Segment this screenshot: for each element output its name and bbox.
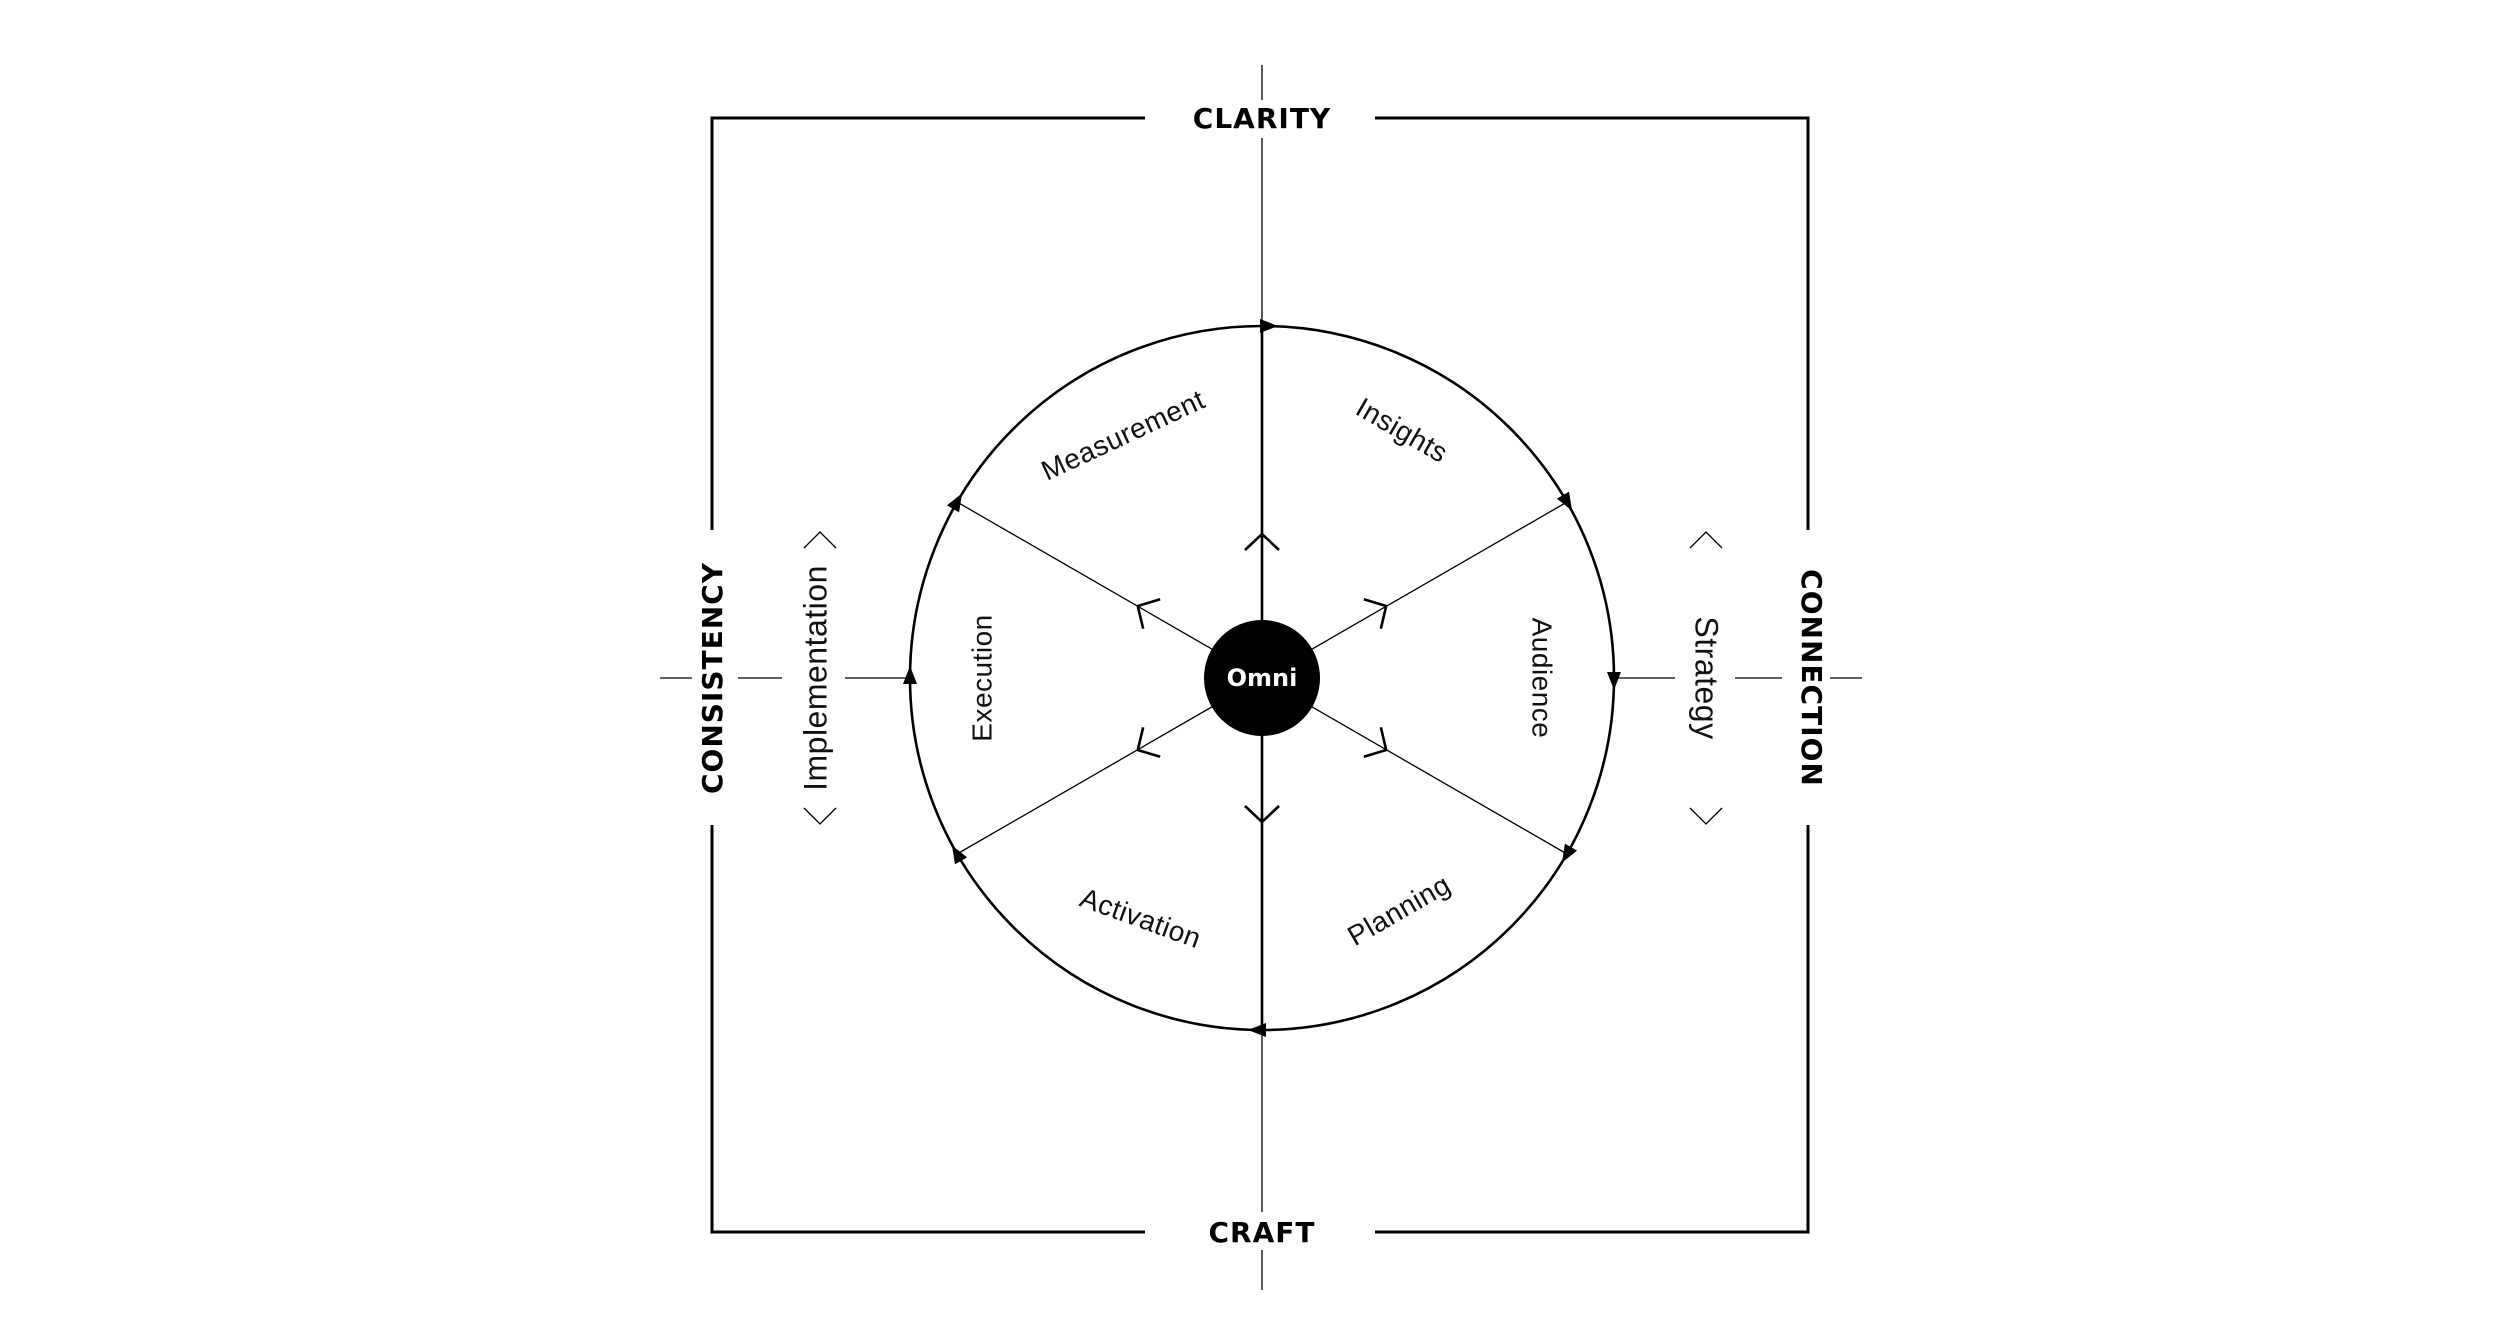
frame-bottom-label: CRAFT <box>1208 1216 1315 1249</box>
frame-top-left <box>710 116 1145 530</box>
segment-label-activation: Activation <box>1076 882 1205 954</box>
frame-top-right <box>1375 116 1810 530</box>
arrowhead-right-icon <box>1607 672 1621 690</box>
axis-lines <box>660 65 1862 1290</box>
right-chevron-down-icon <box>1689 807 1723 825</box>
segment-label-insights: Insights <box>1351 392 1454 469</box>
left-chevron-up-icon <box>803 531 837 549</box>
arrowhead-top-icon <box>1260 319 1278 333</box>
arrowhead-upper-right-icon <box>1556 491 1572 511</box>
spoke-upper-left <box>956 501 1263 679</box>
frame-top-label: CLARITY <box>1193 102 1331 135</box>
right-chevron-up-icon <box>1689 531 1723 549</box>
chevron-up-icon <box>1244 532 1280 551</box>
spoke-lower-left <box>956 677 1263 855</box>
spoke-upper-right <box>1261 501 1568 679</box>
spoke-chevrons <box>1136 532 1388 824</box>
frame-left-label: CONSISTENCY <box>696 562 729 794</box>
frame-bottom-right <box>1375 825 1810 1234</box>
chevron-lower-left-icon <box>1136 726 1161 758</box>
outer-frame <box>710 116 1810 1234</box>
frame-right-label: CONNECTION <box>1795 569 1828 787</box>
arrowhead-left-icon <box>903 666 917 684</box>
chevron-upper-right-icon <box>1363 598 1388 630</box>
frame-bottom-left <box>710 825 1145 1234</box>
center-label: Omni <box>1227 664 1298 692</box>
arrowhead-bottom-icon <box>1248 1023 1266 1037</box>
left-chevron-down-icon <box>803 807 837 825</box>
segment-label-planning: Planning <box>1342 869 1455 952</box>
arrowhead-lower-left-icon <box>952 845 968 865</box>
spoke-lower-right <box>1261 677 1568 855</box>
side-label-right: Strategy <box>1689 616 1725 739</box>
segment-label-measurement: Measurement <box>1036 384 1209 487</box>
segment-label-audience: Audience <box>1527 618 1558 739</box>
side-chevrons <box>803 531 1723 825</box>
arrowhead-lower-right-icon <box>1562 843 1578 863</box>
chevron-upper-left-icon <box>1136 598 1161 630</box>
segment-label-execution: Execution <box>966 614 997 741</box>
chevron-lower-right-icon <box>1363 726 1388 758</box>
circle-arrowheads <box>903 319 1621 1037</box>
chevron-down-icon <box>1244 805 1280 824</box>
center-node <box>1204 620 1320 736</box>
side-label-left: Implementation <box>797 565 833 791</box>
arrowhead-upper-left-icon <box>946 493 962 513</box>
